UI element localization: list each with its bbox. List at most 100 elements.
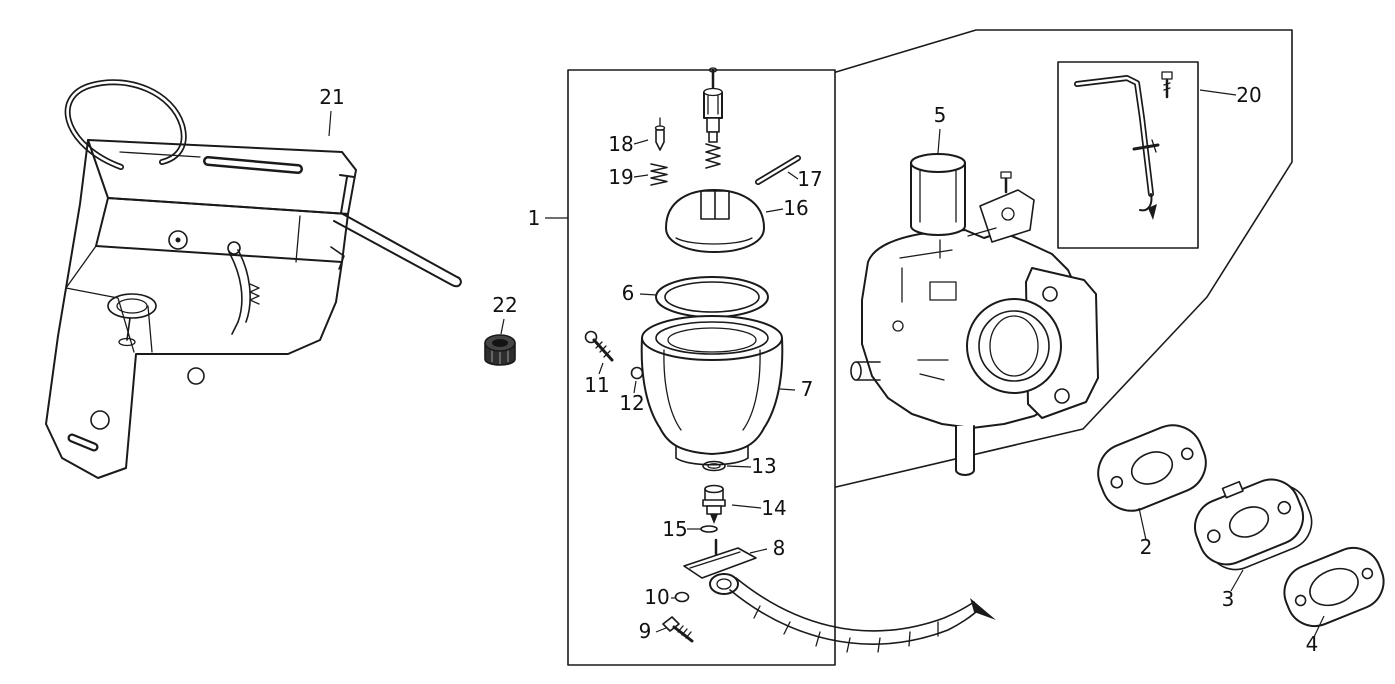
gasket4-hole-left <box>1294 594 1307 607</box>
callouts: 1 2 3 4 5 6 7 8 <box>319 83 1325 656</box>
callout-15: 15 <box>662 517 701 541</box>
choke-rod-hook <box>1139 193 1153 212</box>
carburetor-enclosure-outline <box>835 29 1293 488</box>
main-nozzle-stack <box>703 67 723 169</box>
bowl-set-screw <box>584 330 614 362</box>
throttle-bore-outer <box>966 298 1062 394</box>
part-number: 9 <box>639 619 652 643</box>
spring-seat-outer <box>107 293 157 319</box>
part-number: 21 <box>319 85 344 109</box>
joint-plate <box>683 547 757 579</box>
part-number: 14 <box>761 496 786 520</box>
carburetor-body <box>850 153 1099 476</box>
callout-10: 10 <box>644 585 676 609</box>
float-valve <box>654 117 666 151</box>
fuel-cup-lines <box>919 169 957 223</box>
insulator-plate <box>1194 478 1305 566</box>
tube-lower-edge <box>729 589 979 645</box>
ring-outer <box>702 460 726 472</box>
nozzle-pin-top <box>708 67 718 73</box>
leader-line <box>779 388 796 391</box>
drain-sides <box>704 488 724 501</box>
leader-line <box>726 465 752 468</box>
fuel-inlet-end <box>850 361 862 381</box>
callout-5: 5 <box>934 103 947 154</box>
plate-slot-core <box>205 158 301 172</box>
float-hinge-slot <box>700 190 730 220</box>
gasket2-plate <box>1097 424 1207 512</box>
joint-boss-bore <box>716 578 732 590</box>
part-number: 3 <box>1222 587 1235 611</box>
leader-line <box>749 548 768 554</box>
callout-4: 4 <box>1306 615 1325 656</box>
callout-13: 13 <box>726 454 777 478</box>
carburetor-gasket <box>1097 424 1207 512</box>
leader-line <box>639 293 658 296</box>
bolt-head <box>662 616 680 632</box>
gasket4-hole-right <box>1361 567 1374 580</box>
valve-spring <box>650 163 668 186</box>
joint-bolt <box>662 616 694 643</box>
sealing-washer <box>700 525 718 533</box>
leader-line <box>328 110 332 137</box>
joint-o-ring <box>674 591 690 603</box>
float-bowl <box>640 315 784 466</box>
gasket-inner-ring <box>664 281 760 313</box>
gasket2-bore <box>1130 451 1174 485</box>
insulator-bore <box>1228 506 1270 538</box>
top-plate <box>87 139 357 215</box>
tube-tip <box>970 598 996 620</box>
part-number: 19 <box>608 165 633 189</box>
leader-line <box>787 171 799 180</box>
engine-side-gasket <box>1283 546 1385 628</box>
part-number: 8 <box>773 536 786 560</box>
callout-19: 19 <box>608 165 649 189</box>
leader-line <box>633 174 649 178</box>
callout-17: 17 <box>787 167 823 191</box>
drain-tip <box>710 514 718 524</box>
choke-screw-threads <box>1163 82 1171 91</box>
part-number: 20 <box>1236 83 1261 107</box>
bracket-silhouette <box>45 139 343 479</box>
part-number: 16 <box>783 196 808 220</box>
callout-16: 16 <box>765 196 809 220</box>
part-number: 15 <box>662 517 687 541</box>
callout-21: 21 <box>319 85 345 137</box>
nozzle-spring <box>705 143 721 169</box>
callout-2: 2 <box>1138 507 1153 559</box>
leader-line <box>500 318 505 335</box>
throttle-bore-inner <box>978 310 1050 382</box>
bolt-threads <box>677 625 692 639</box>
callout-11: 11 <box>584 362 610 397</box>
choke-screw-head <box>1161 71 1173 80</box>
drain-screw <box>702 484 726 524</box>
rod-hook <box>330 246 345 270</box>
part-number: 13 <box>751 454 776 478</box>
screw-head <box>584 330 598 344</box>
choke-lever-box <box>1057 61 1199 249</box>
float-seam <box>675 237 753 245</box>
part-number: 7 <box>801 377 814 401</box>
part-number: 18 <box>608 132 633 156</box>
tube-hatching <box>753 605 939 653</box>
callout-1: 1 <box>528 206 568 230</box>
choke-lever-rod <box>1074 71 1173 220</box>
tube-upper-edge <box>735 577 975 632</box>
part-number: 4 <box>1306 632 1319 656</box>
callout-12: 12 <box>619 380 645 415</box>
fuel-inlet-pipe <box>855 361 881 381</box>
drain-washer-ring <box>702 460 726 472</box>
callout-7: 7 <box>779 377 814 401</box>
top-bracket-hole <box>1001 207 1015 221</box>
float-pin <box>755 155 801 185</box>
bowl-shading <box>663 349 761 431</box>
nozzle-upper-lines <box>707 95 719 115</box>
drain-hex <box>706 505 722 515</box>
joint-plate-line <box>689 551 741 569</box>
grommet-cap <box>484 334 516 366</box>
bottom-tube <box>955 425 975 476</box>
pivot-screw <box>168 230 188 250</box>
part-number: 5 <box>934 103 947 127</box>
part-number: 2 <box>1140 535 1153 559</box>
